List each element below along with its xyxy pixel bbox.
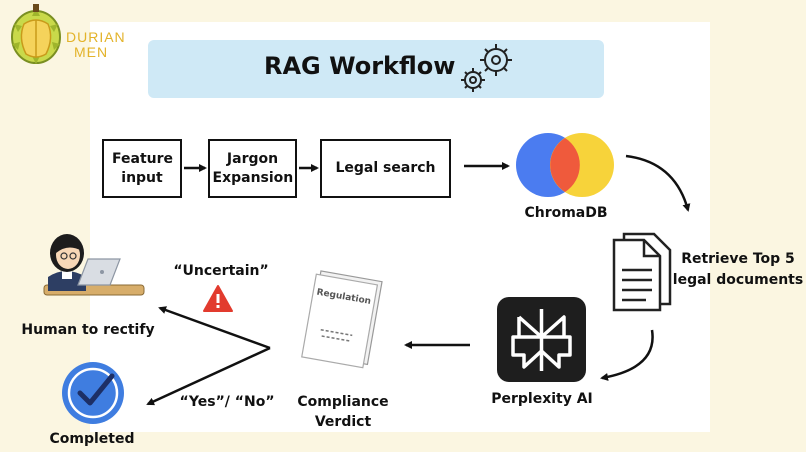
logo-line2: MEN bbox=[74, 44, 109, 60]
regulation-document-icon: Regulation bbox=[301, 270, 383, 369]
perplexity-label: Perplexity AI bbox=[491, 391, 593, 407]
jargon-expansion-label: Jargon Expansion bbox=[212, 150, 294, 186]
uncertain-label: “Uncertain” bbox=[173, 263, 269, 279]
person-at-laptop-icon bbox=[43, 234, 145, 296]
arrow-verdict-to-completed bbox=[146, 346, 271, 406]
gear-icon bbox=[461, 44, 512, 92]
arrow-chromadb-to-retrieve bbox=[625, 154, 691, 212]
yes-no-label: “Yes”/ “No” bbox=[179, 394, 275, 410]
perplexity-logo-icon bbox=[511, 309, 572, 371]
feature-input-box: Feature input bbox=[102, 139, 182, 198]
legal-search-box: Legal search bbox=[320, 139, 451, 198]
logo-line1: DURIAN bbox=[66, 29, 126, 45]
perplexity-logo-tile bbox=[497, 297, 586, 382]
compliance-label: Compliance Verdict bbox=[297, 394, 389, 430]
feature-input-label: Feature input bbox=[112, 150, 173, 186]
chromadb-logo-icon bbox=[516, 133, 614, 197]
diagram-title: RAG Workflow bbox=[264, 52, 456, 80]
warning-icon bbox=[203, 285, 233, 312]
durian-logo-icon bbox=[11, 4, 61, 64]
document-icon bbox=[612, 232, 672, 312]
human-label: Human to rectify bbox=[21, 322, 155, 338]
chromadb-label: ChromaDB bbox=[524, 205, 608, 221]
title-bar bbox=[148, 40, 604, 98]
arrow-retrieve-to-perplexity bbox=[600, 329, 654, 381]
jargon-expansion-box: Jargon Expansion bbox=[208, 139, 297, 198]
legal-search-label: Legal search bbox=[335, 160, 436, 176]
arrow-verdict-to-human bbox=[158, 306, 271, 350]
retrieve-label: Retrieve Top 5 legal documents bbox=[672, 251, 804, 288]
check-circle-icon bbox=[62, 362, 124, 424]
completed-label: Completed bbox=[49, 431, 135, 447]
